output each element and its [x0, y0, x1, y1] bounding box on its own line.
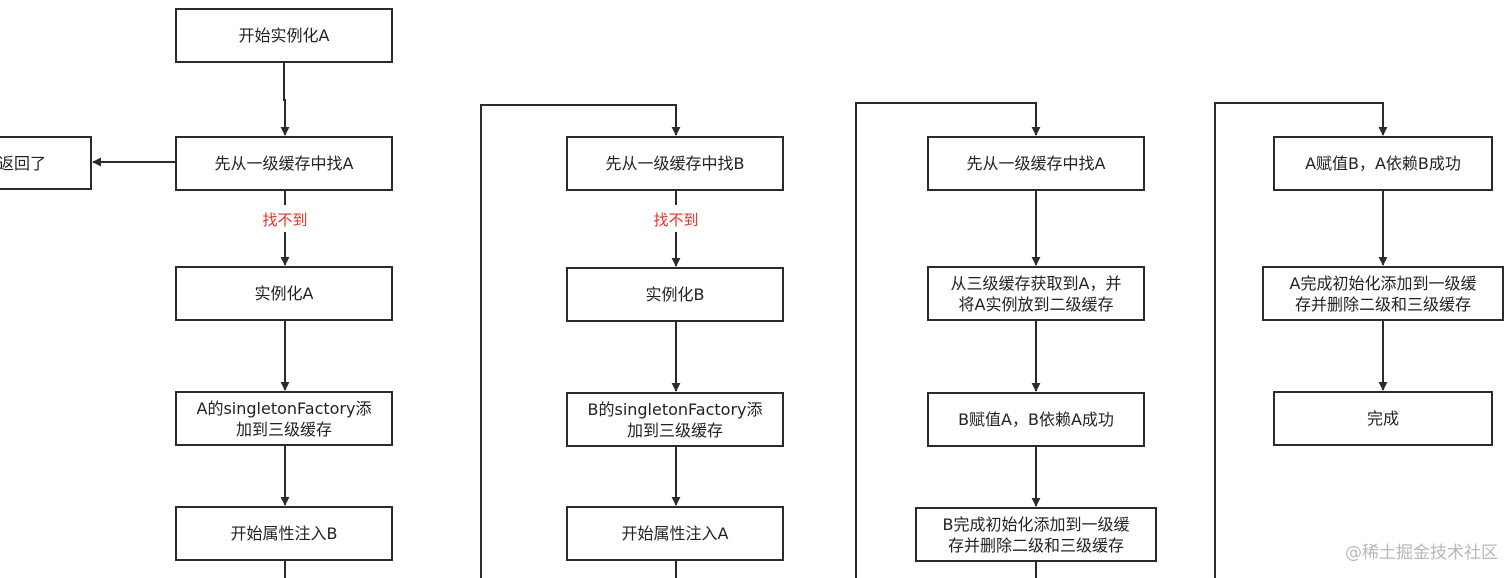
b-init-done-text: B完成初始化添加到一级缓 存并删除二级和三级缓存	[942, 514, 1130, 555]
loop-line-col2	[480, 104, 681, 578]
a-factory-level3-node: A的singletonFactory添 加到三级缓存	[175, 391, 393, 446]
a-assign-b-text: A赋值B，A依赖B成功	[1305, 154, 1461, 173]
loop-line-col4	[1214, 102, 1388, 578]
find-a-level1-node: 先从一级缓存中找A	[175, 136, 393, 191]
a-init-done-text: A完成初始化添加到一级缓 存并删除二级和三级缓存	[1289, 273, 1477, 314]
instantiate-b-node: 实例化B	[566, 267, 784, 322]
instantiate-b-text: 实例化B	[645, 285, 705, 304]
find-a-again-node: 先从一级缓存中找A	[927, 136, 1145, 191]
instantiate-a-text: 实例化A	[254, 284, 314, 303]
a-factory-level3-text: A的singletonFactory添 加到三级缓存	[196, 398, 372, 439]
get-from-level3-node: 从三级缓存获取到A，并 将A实例放到二级缓存	[927, 266, 1145, 321]
start-instantiate-a-text: 开始实例化A	[238, 26, 330, 45]
loop-line-col3	[855, 102, 1041, 578]
b-init-done-node: B完成初始化添加到一级缓 存并删除二级和三级缓存	[915, 507, 1157, 562]
find-a-level1-text: 先从一级缓存中找A	[214, 154, 354, 173]
find-b-level1-text: 先从一级缓存中找B	[605, 154, 745, 173]
instantiate-a-node: 实例化A	[175, 266, 393, 321]
return-node: 返回了	[0, 136, 92, 190]
not-found-label-b: 找不到	[653, 211, 699, 229]
inject-a-text: 开始属性注入A	[621, 524, 729, 543]
finish-node: 完成	[1273, 391, 1493, 446]
find-a-again-text: 先从一级缓存中找A	[966, 154, 1106, 173]
b-factory-level3-text: B的singletonFactory添 加到三级缓存	[587, 399, 763, 440]
finish-text: 完成	[1366, 409, 1399, 428]
not-found-label: 找不到	[262, 211, 308, 229]
inject-b-text: 开始属性注入B	[230, 524, 338, 543]
return-node-text: 返回了	[0, 153, 47, 173]
b-assign-a-text: B赋值A，B依赖A成功	[958, 410, 1114, 429]
watermark: @稀土掘金技术社区	[1345, 543, 1498, 563]
arrow-start-to-find	[280, 62, 290, 136]
inject-a-node: 开始属性注入A	[566, 506, 784, 561]
b-assign-a-node: B赋值A，B依赖A成功	[927, 392, 1145, 447]
a-assign-b-node: A赋值B，A依赖B成功	[1273, 136, 1493, 191]
find-b-level1-node: 先从一级缓存中找B	[566, 136, 784, 191]
a-init-done-node: A完成初始化添加到一级缓 存并删除二级和三级缓存	[1262, 266, 1504, 321]
get-from-level3-text: 从三级缓存获取到A，并 将A实例放到二级缓存	[950, 273, 1122, 314]
inject-b-node: 开始属性注入B	[175, 506, 393, 561]
b-factory-level3-node: B的singletonFactory添 加到三级缓存	[566, 392, 784, 447]
start-instantiate-a-node: 开始实例化A	[175, 8, 393, 63]
